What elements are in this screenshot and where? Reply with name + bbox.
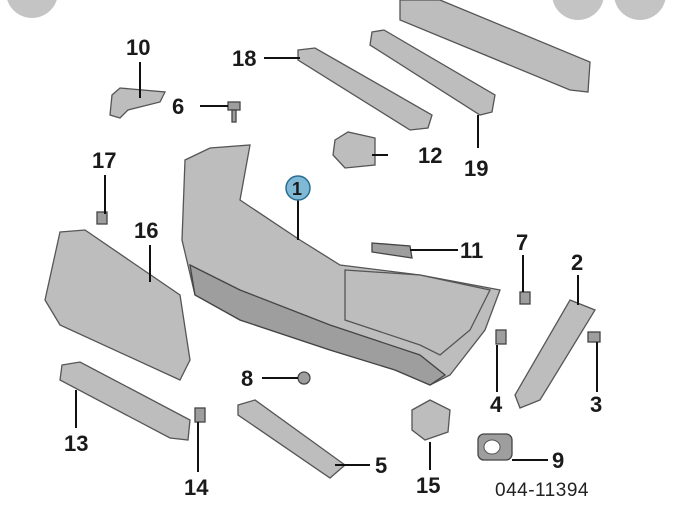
bumper-fog-area [344, 269, 491, 356]
callout-19: 19 [464, 156, 488, 181]
callout-1-badge [285, 175, 311, 201]
callout-17: 17 [92, 148, 116, 173]
part-10-bracket [109, 87, 167, 119]
part-6-bolt [227, 101, 241, 111]
part-14-clip [194, 407, 206, 423]
part-15-cap [411, 399, 451, 441]
overlay-button-right-1[interactable] [552, 0, 604, 20]
callout-11: 11 [460, 238, 483, 263]
callout-18: 18 [232, 46, 256, 71]
callout-7: 7 [516, 230, 528, 255]
callout-10: 10 [126, 35, 150, 60]
callout-6: 6 [172, 94, 184, 119]
part-7-clip [519, 291, 531, 305]
leader-lines [75, 57, 598, 472]
callout-2: 2 [571, 250, 583, 275]
part-5-license-plate-base [237, 399, 347, 479]
diagram-code: 044-11394 [495, 480, 589, 501]
callout-12: 12 [418, 143, 442, 168]
bumper-lower-lip [189, 263, 447, 386]
callout-14: 14 [184, 475, 209, 500]
callout-15: 15 [416, 473, 440, 498]
callout-4: 4 [490, 392, 503, 417]
overlay-button-right-2[interactable] [614, 0, 666, 20]
part-4-clip [495, 329, 507, 345]
callout-5: 5 [375, 453, 387, 478]
callout-16: 16 [134, 218, 158, 243]
bumper-reinforcement [399, 0, 591, 93]
part-12-bracket [332, 131, 376, 169]
part-16-guard [44, 229, 191, 381]
callout-9: 9 [552, 448, 564, 473]
part-11-strip [371, 242, 413, 259]
callout-8: 8 [241, 366, 253, 391]
overlay-button-left[interactable] [6, 0, 58, 18]
callout-3: 3 [590, 392, 602, 417]
part-3-clip [587, 331, 601, 343]
part-18-absorber [297, 47, 433, 131]
part-19-absorber [369, 29, 496, 116]
part-17-clip [96, 211, 108, 225]
part-2-molding [514, 299, 596, 409]
part-8-screw [297, 371, 311, 385]
part-9-hole [483, 439, 501, 455]
part-6-bolt-shaft [231, 109, 237, 123]
callout-13: 13 [64, 431, 88, 456]
part-13-bracket [59, 361, 191, 441]
callout-1: 1 [292, 179, 302, 199]
